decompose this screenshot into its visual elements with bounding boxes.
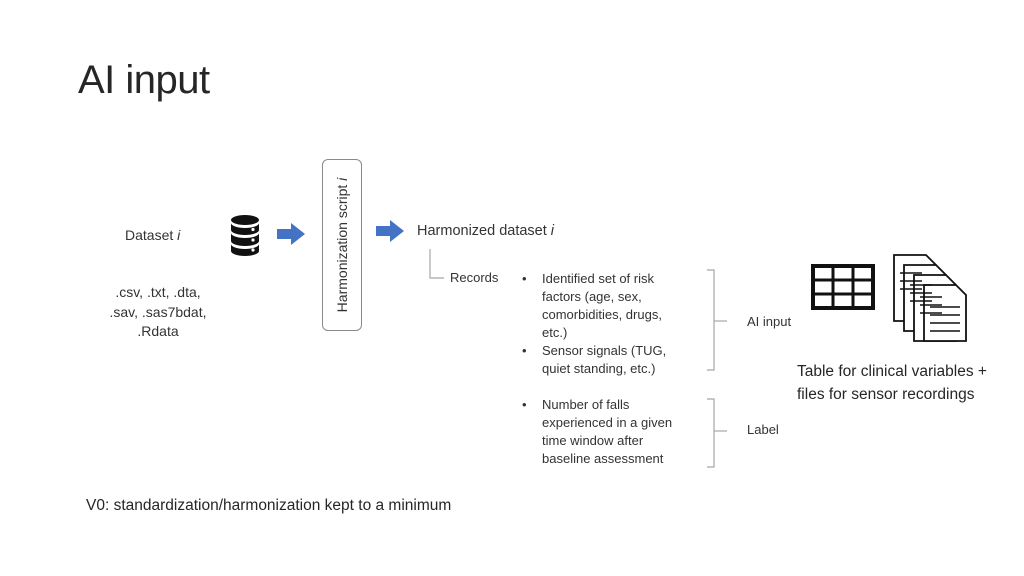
dataset-label: Dataset i [125, 227, 180, 243]
icons-caption: Table for clinical variables + files for… [797, 363, 987, 403]
list-item: • Number of falls experienced in a given… [522, 397, 673, 466]
file-format-line: .csv, .txt, .dta, [115, 284, 201, 300]
harmonization-script-box: Harmonization script i [322, 159, 362, 331]
list-item: • Identified set of risk factors (age, s… [522, 271, 662, 340]
file-format-line: .sav, .sas7bdat, [109, 303, 207, 320]
footer-note: V0: standardization/harmonization kept t… [86, 497, 452, 514]
table-icon [811, 264, 875, 310]
slide-title: AI input [78, 58, 210, 102]
records-label: Records [450, 270, 499, 285]
label-label: Label [747, 422, 779, 437]
file-formats: .csv, .txt, .dta, .sav, .sas7bdat, .Rdat… [96, 283, 220, 342]
dataset-index: i [177, 227, 181, 243]
database-icon [231, 215, 259, 256]
file-format-line: .Rdata [137, 323, 179, 339]
dataset-label-text: Dataset [125, 227, 174, 243]
harmonized-dataset-label: Harmonized dataset i [417, 223, 555, 239]
right-arrow-icon [376, 220, 404, 242]
ai-input-list: • Identified set of risk factors (age, s… [522, 270, 666, 378]
right-arrow-icon [277, 223, 305, 245]
ai-input-label: AI input [747, 314, 792, 329]
documents-icon [893, 254, 967, 342]
label-list: • Number of falls experienced in a given… [522, 396, 672, 468]
list-item: • Sensor signals (TUG, quiet standing, e… [522, 343, 667, 376]
